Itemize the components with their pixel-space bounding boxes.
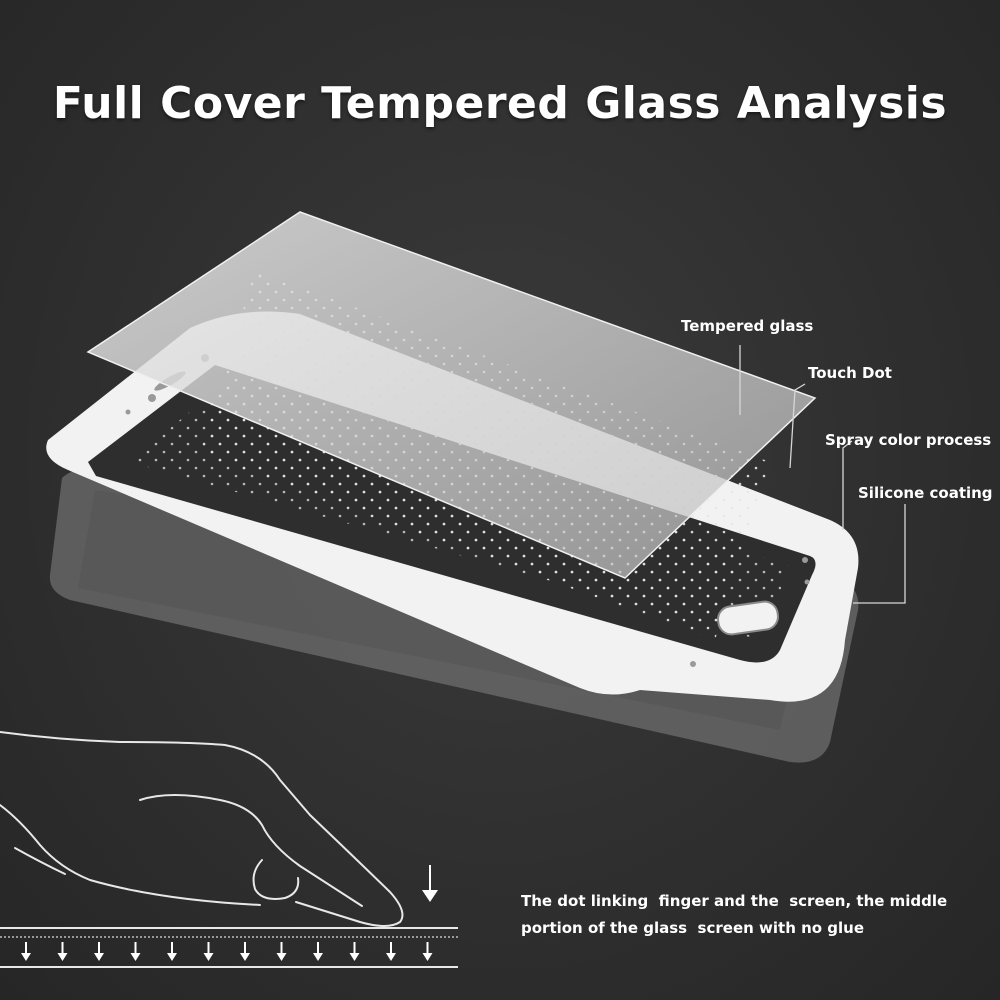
down-arrow-icon [386,942,396,961]
caption-line-2: portion of the glass screen with no glue [521,919,865,937]
down-arrow-icon [276,942,287,961]
label-touch-dot: Touch Dot [808,364,892,382]
hand-illustration [0,731,404,927]
down-arrow-icon [313,942,323,961]
down-arrow-icon [21,942,433,961]
screen-cross-section [0,927,458,968]
down-arrow-icon [167,942,177,961]
tempered-glass-layer [86,211,817,579]
leader-silicone [853,504,906,604]
down-arrow-icon [57,942,68,961]
down-arrow-icon [349,942,360,961]
leader-spray-color [842,440,853,530]
label-spray-color: Spray color process [825,431,992,449]
down-arrow-icon [422,942,433,961]
press-arrow-icon [422,865,438,902]
label-silicone-coating: Silicone coating [858,484,993,502]
label-tempered-glass: Tempered glass [681,317,814,335]
down-arrow-icon [21,942,31,961]
caption-line-1: The dot linking finger and the screen, t… [521,892,948,910]
down-arrow-icon [130,942,141,961]
leader-touch-dot [789,383,806,469]
caption: The dot linking finger and the screen, t… [521,888,981,942]
down-arrow-icon [94,942,104,961]
page-title: Full Cover Tempered Glass Analysis [52,78,948,129]
down-arrow-icon [240,942,250,961]
down-arrow-icon [203,942,214,961]
front-camera-icon [148,394,156,402]
